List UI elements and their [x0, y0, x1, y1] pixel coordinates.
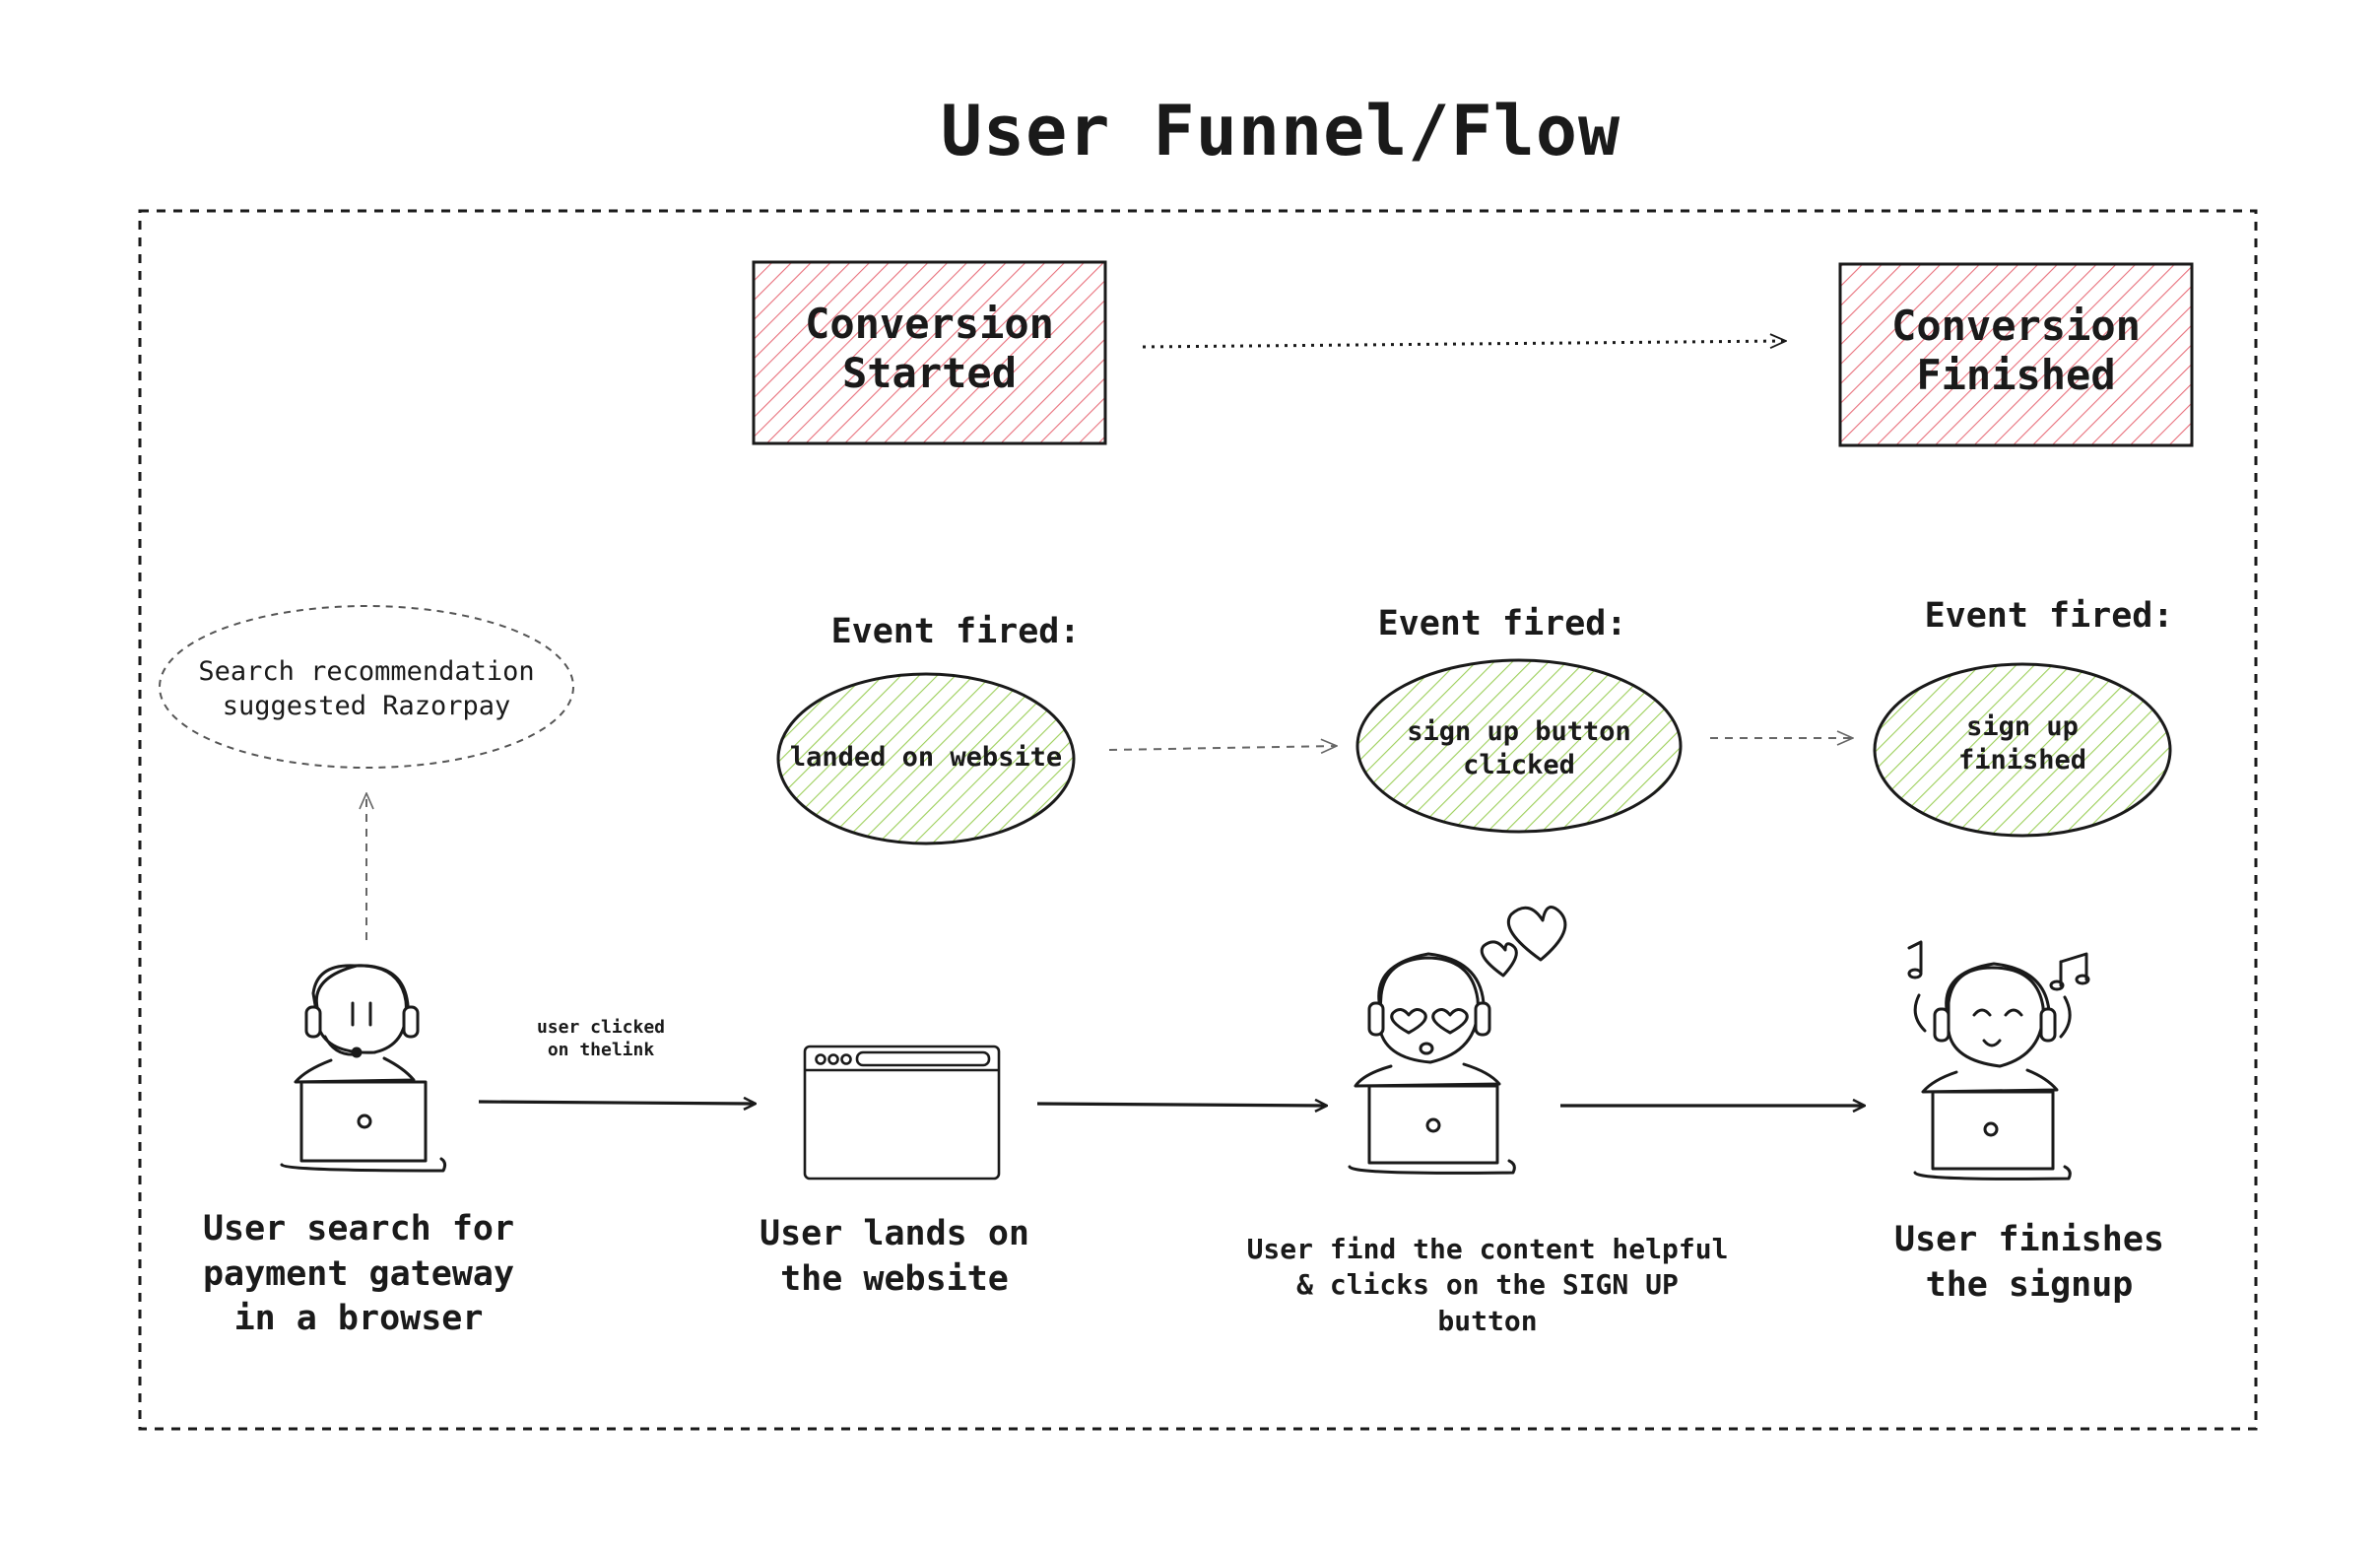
event-label-2: sign up button clicked: [1407, 716, 1631, 780]
conversion-finished-box: [1838, 262, 2194, 447]
step-label-clicks-signup: User find the content helpful & clicks o…: [1246, 1233, 1729, 1337]
event-label-3: sign up finished: [1957, 711, 2087, 776]
conversion-arrow: [1142, 341, 1785, 347]
outer-frame: [138, 209, 2258, 1431]
event-title-1: Event fired:: [830, 612, 1081, 651]
event-ellipse-1: [776, 672, 1076, 845]
diagram-title: User Funnel/Flow: [940, 91, 1621, 171]
browser-window-icon: [803, 1045, 1001, 1181]
user-clicked-link-label: user clicked on thelink: [536, 1017, 666, 1060]
person-searching-icon: [280, 964, 447, 1173]
flow-arrow-1: [478, 1102, 755, 1104]
person-happy-icon: [1907, 940, 2090, 1181]
step-label-finishes: User finishes the signup: [1894, 1220, 2164, 1305]
person-heart-eyes-icon: [1348, 906, 1567, 1175]
step-label-search: User search for payment gateway in a bro…: [202, 1209, 515, 1338]
conversion-finished-label: Conversion Finished: [1891, 302, 2141, 400]
step-label-lands: User lands on the website: [760, 1214, 1029, 1299]
event-title-2: Event fired:: [1377, 604, 1627, 643]
conversion-started-label: Conversion Started: [805, 300, 1054, 398]
event-label-1: landed on website: [789, 742, 1063, 773]
flow-arrow-2: [1036, 1104, 1326, 1106]
event-title-3: Event fired:: [1924, 596, 2174, 636]
event-ellipse-2: [1355, 658, 1683, 834]
conversion-started-box: [752, 260, 1107, 445]
search-bubble: [159, 605, 574, 769]
event-arrow-1: [1108, 746, 1336, 750]
search-bubble-label: Search recommendation suggested Razorpay: [198, 656, 535, 722]
event-ellipse-3: [1873, 662, 2172, 838]
